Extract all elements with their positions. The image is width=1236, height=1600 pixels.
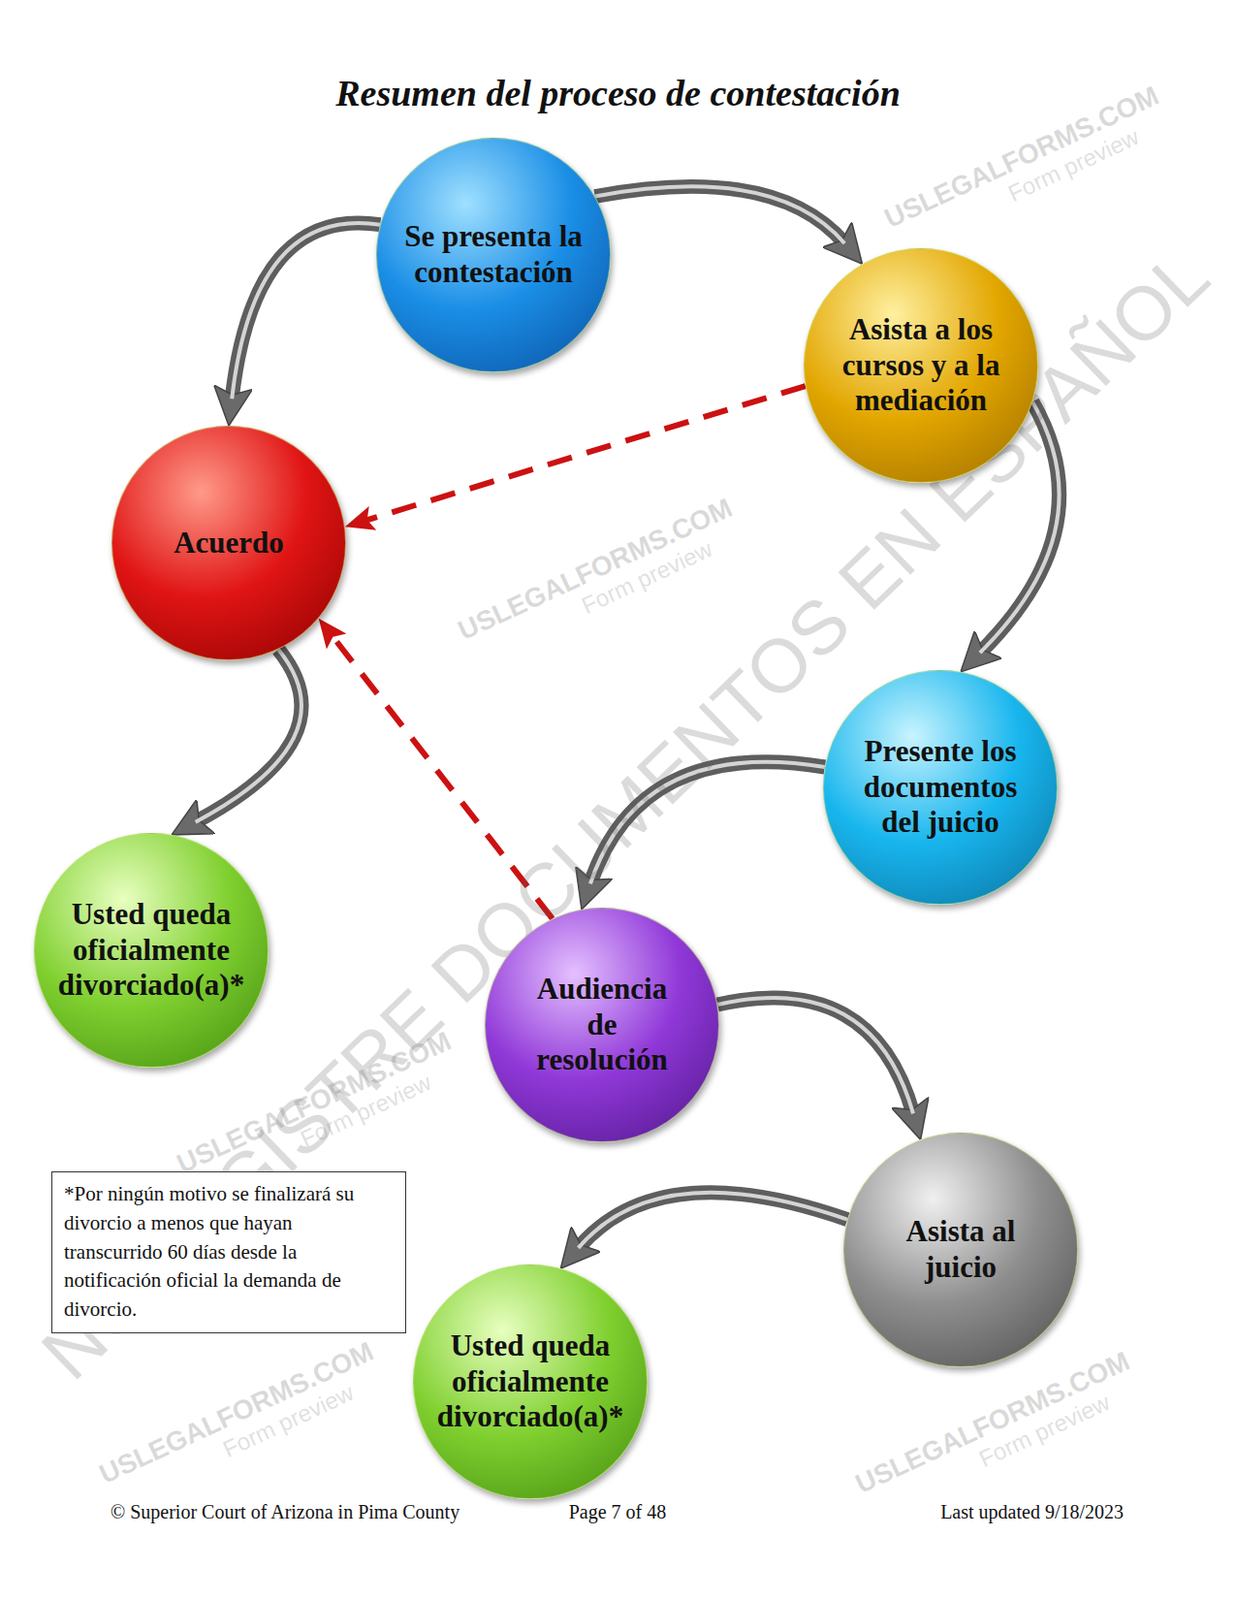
watermark-group: USLEGALFORMS.COMForm preview [95,1335,390,1516]
connector-line [590,761,825,885]
dashed-arrow [363,385,806,521]
process-circle: Asista a los cursos y a la mediación [803,248,1039,483]
connector-line [595,186,845,244]
watermark: Form preview [545,520,749,635]
circle-label: Se presenta la contestación [394,219,594,290]
connector-sheen [195,649,302,823]
process-circle: Usted queda oficialmente divorciado(a)* [412,1264,648,1499]
watermark: USLEGALFORMS.COM [95,1335,380,1490]
watermark: USLEGALFORMS.COM [453,492,738,647]
footer-text: Last updated 9/18/2023 [940,1500,1124,1523]
circle-label: Asista al juicio [883,1213,1039,1285]
watermark: USLEGALFORMS.COM [880,80,1165,235]
note-text: *Por ningún motivo se finalizará su divo… [63,1179,394,1325]
curved-arrow [590,761,825,885]
process-circle: Acuerdo [111,425,347,661]
watermark: Form preview [187,1363,390,1479]
curved-arrow [578,1192,849,1248]
curved-arrow [595,186,845,244]
process-circle: Usted queda oficialmente divorciado(a)* [33,832,269,1068]
dashed-arrow [330,633,553,920]
watermark: Form preview [943,1373,1146,1489]
connector-sheen [717,997,914,1113]
connector-line [578,1192,849,1248]
connector-line [717,997,914,1113]
connector-line [330,633,553,920]
watermark: Form preview [264,1053,468,1169]
process-circle: Asista al juicio [843,1132,1078,1367]
circle-label: Asista a los cursos y a la mediación [832,312,1010,419]
connector-sheen [231,222,381,399]
curved-arrow [231,222,381,399]
circle-label: Usted queda oficialmente divorciado(a)* [45,896,257,1004]
diagram-title: Resumen del proceso de contestación [0,71,1236,115]
process-circle: Se presenta la contestación [376,137,611,373]
curved-arrow [195,649,302,823]
note-box: *Por ningún motivo se finalizará su divo… [51,1171,407,1333]
circle-label: Audiencia de resolución [518,971,686,1078]
watermark: USLEGALFORMS.COM [851,1345,1136,1500]
connector-line [363,385,806,521]
circle-label: Presente los documentos del juicio [847,733,1034,841]
connector-line [231,222,381,399]
circle-label: Acuerdo [131,525,326,562]
connector-sheen [595,186,845,244]
watermark-group: USLEGALFORMS.COMForm preview [851,1345,1146,1525]
connector-line [195,649,302,823]
process-circle: Audiencia de resolución [484,907,720,1142]
footer-text: © Superior Court of Arizona in Pima Coun… [110,1500,460,1523]
curved-arrow [717,997,914,1113]
watermark: Form preview [972,108,1175,223]
process-circle: Presente los documentos del juicio [823,669,1058,905]
footer-text: Page 7 of 48 [569,1500,667,1523]
connector-sheen [590,761,825,885]
connector-sheen [578,1192,849,1248]
circle-label: Usted queda oficialmente divorciado(a)* [424,1328,636,1435]
watermark-group: USLEGALFORMS.COMForm preview [453,492,749,672]
watermark-group: USLEGALFORMS.COMForm preview [880,80,1175,260]
